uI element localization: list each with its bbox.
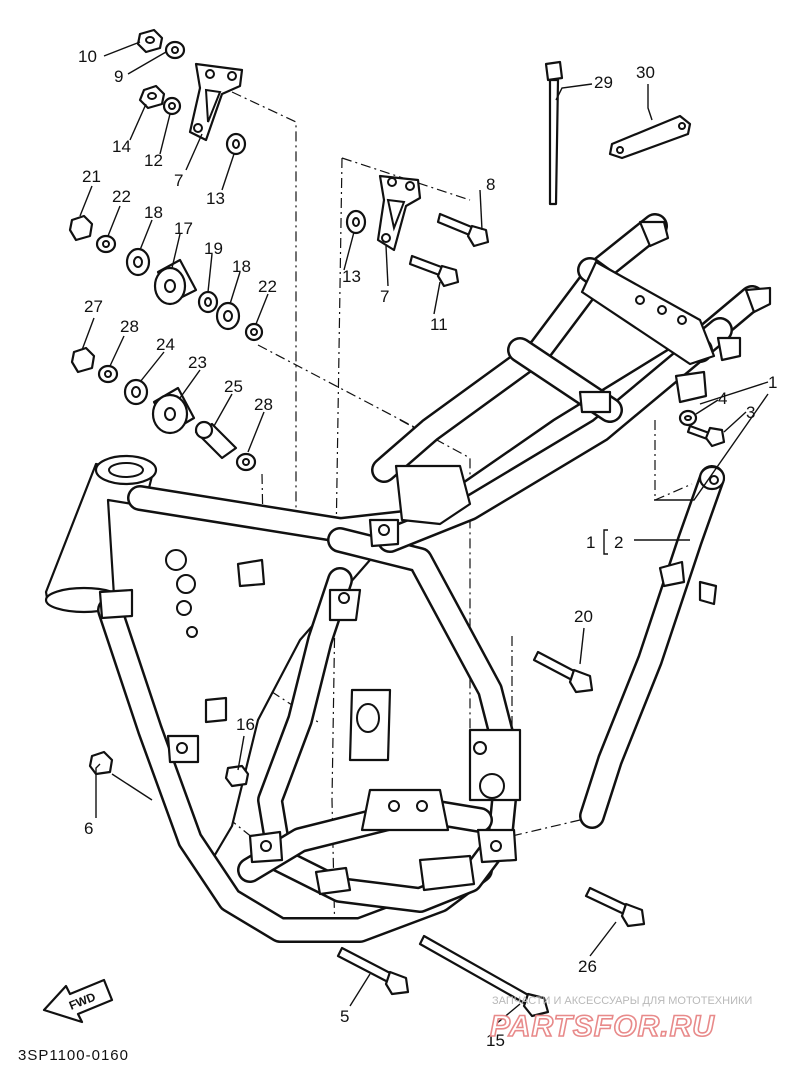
small-parts [68, 28, 698, 788]
callout-6: 6 [84, 819, 93, 838]
callout-7b: 7 [380, 287, 389, 306]
callout-3: 3 [746, 403, 755, 422]
callout-27: 27 [84, 297, 103, 316]
callout-13: 13 [206, 189, 225, 208]
watermark: ЗАПЧАСТИ И АКСЕССУАРЫ ДЛЯ МОТОТЕХНИКИ PA… [489, 995, 752, 1044]
callout-20: 20 [574, 607, 593, 626]
diagram-code: 3SP1100-0160 [18, 1047, 129, 1064]
callout-1: 1 [768, 373, 777, 392]
bolts [336, 212, 726, 1018]
callout-25: 25 [224, 377, 243, 396]
callout-10: 10 [78, 47, 97, 66]
callout-22: 22 [112, 187, 131, 206]
callout-28b: 28 [254, 395, 273, 414]
callout-11: 11 [430, 315, 448, 334]
callout-24: 24 [156, 335, 175, 354]
rear-frame-stay[interactable] [579, 465, 726, 829]
callout-2: 2 [614, 533, 623, 552]
callout-1b: 1 [586, 533, 595, 552]
callout-12: 12 [144, 151, 163, 170]
strap[interactable] [608, 114, 692, 160]
callout-26: 26 [578, 957, 597, 976]
callout-19: 19 [204, 239, 223, 258]
leader-lines [79, 41, 769, 1025]
callout-13b: 13 [342, 267, 361, 286]
engine-bracket-left[interactable] [188, 62, 244, 142]
callout-16: 16 [236, 715, 255, 734]
callout-8: 8 [486, 175, 495, 194]
callout-15: 15 [486, 1031, 505, 1050]
engine-bracket-right[interactable] [376, 174, 422, 252]
callout-4: 4 [718, 389, 727, 408]
callout-23: 23 [188, 353, 207, 372]
callout-18b: 18 [232, 257, 251, 276]
main-frame[interactable] [44, 213, 772, 943]
callout-5: 5 [340, 1007, 349, 1026]
callout-22b: 22 [258, 277, 277, 296]
callout-21: 21 [82, 167, 101, 186]
cable-tie[interactable] [544, 60, 564, 206]
watermark-tagline: ЗАПЧАСТИ И АКСЕССУАРЫ ДЛЯ МОТОТЕХНИКИ [492, 995, 752, 1007]
callout-30: 30 [636, 63, 655, 82]
callout-17: 17 [174, 219, 193, 238]
callout-29: 29 [594, 73, 613, 92]
callout-9: 9 [114, 67, 123, 86]
callout-28: 28 [120, 317, 139, 336]
callout-7: 7 [174, 171, 183, 190]
forward-arrow-icon: FWD [42, 978, 114, 1024]
callout-labels: 10 9 14 12 7 13 21 22 18 17 19 18 22 27 … [78, 47, 777, 1050]
watermark-logo: PARTSFOR.RU [490, 1010, 715, 1043]
callout-18: 18 [144, 203, 163, 222]
callout-14: 14 [112, 137, 131, 156]
